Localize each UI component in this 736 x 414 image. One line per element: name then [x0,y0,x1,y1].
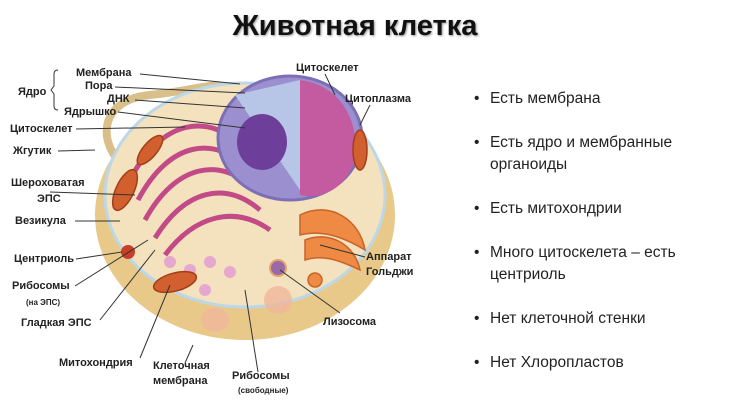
label-membrane: Мембрана [76,67,132,79]
label-vesicle: Везикула [15,215,66,227]
label-cell-membrane-1: Клеточная [153,360,210,372]
label-cytoplasm: Цитоплазма [345,93,411,105]
nucleolus-shape [237,114,287,170]
slide-title: Животная клетка [0,10,736,43]
label-golgi-1: Аппарат [366,251,412,263]
label-ribosomes-er: Рибосомы [12,280,70,292]
label-ribosomes-free-note: (свободные) [238,386,289,395]
bullet-item: Нет клеточной стенки [470,308,730,330]
label-mitochondrion: Митохондрия [59,357,133,369]
label-golgi-2: Гольджи [366,266,414,278]
label-cytoskeleton-left: Цитоскелет [10,123,73,135]
label-dna: ДНК [107,93,130,105]
label-rough-er-1: Шероховатая [11,177,85,189]
bullet-item: Много цитоскелета – есть центриоль [470,242,730,286]
label-ribosomes-er-note: (на ЭПС) [26,298,61,307]
feature-list: Есть мембрана Есть ядро и мембранные орг… [470,88,730,374]
leader-lines [49,69,371,373]
label-ribosomes-free: Рибосомы [232,370,290,382]
label-lysosome: Лизосома [323,316,377,328]
bullet-item: Нет Хлоропластов [470,352,730,374]
label-rough-er-2: ЭПС [37,193,61,205]
centriole-shape [121,245,135,259]
bullet-item: Есть ядро и мембранные органоиды [470,132,730,176]
label-centriole: Центриоль [14,253,74,265]
lysosome-shape [269,259,287,277]
label-flagellum: Жгутик [13,145,52,157]
label-smooth-er: Гладкая ЭПС [21,317,92,329]
label-pore: Пора [85,80,113,92]
label-cytoskeleton-top: Цитоскелет [296,62,359,74]
mitochondria [111,129,368,294]
bullet-item: Есть митохондрии [470,198,730,220]
golgi-apparatus [299,209,367,288]
bullet-item: Есть мембрана [470,88,730,110]
label-cell-membrane-2: мембрана [153,375,208,387]
title-text: Животная клетка [232,10,478,42]
label-nucleus: Ядро [18,86,47,98]
label-nucleolus: Ядрышко [64,106,117,118]
